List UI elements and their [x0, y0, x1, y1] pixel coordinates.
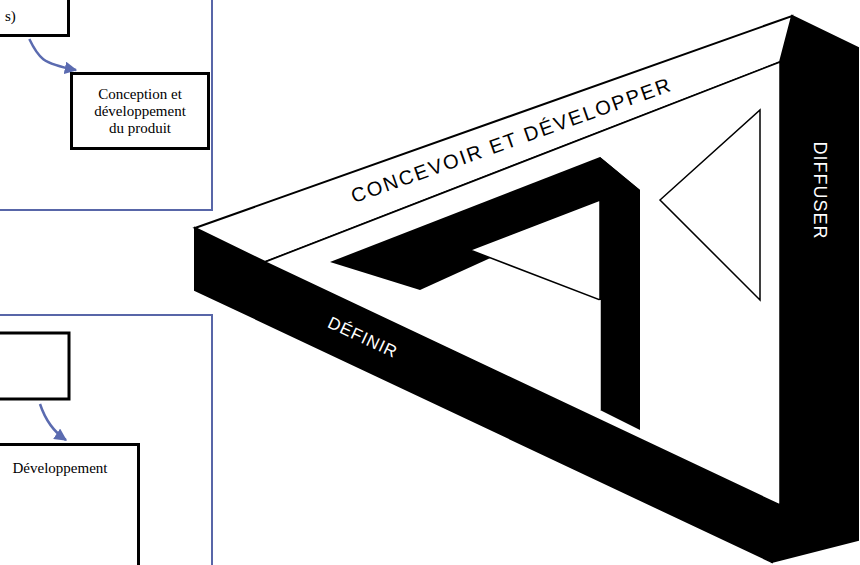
triangle-band: [772, 16, 858, 562]
triangle-edge: [599, 300, 601, 410]
box-text: Développement: [13, 460, 108, 477]
box-text: s): [5, 8, 16, 25]
triangle-inner: [600, 157, 640, 430]
band-label: DIFFUSER: [809, 141, 830, 239]
arrow: [40, 404, 66, 440]
triangle-inner: [470, 200, 600, 300]
group-frame: [0, 0, 212, 210]
process-box: s): [0, 0, 70, 37]
triangle-inner: [265, 62, 780, 505]
flow-arrow: [29, 39, 76, 70]
process-box: Développement: [0, 443, 140, 565]
box-text: Conception et développement du produit: [85, 86, 195, 137]
process-box: Conception et développement du produit: [70, 72, 210, 150]
empty-box: [0, 333, 69, 399]
triangle-inner: [660, 110, 760, 300]
